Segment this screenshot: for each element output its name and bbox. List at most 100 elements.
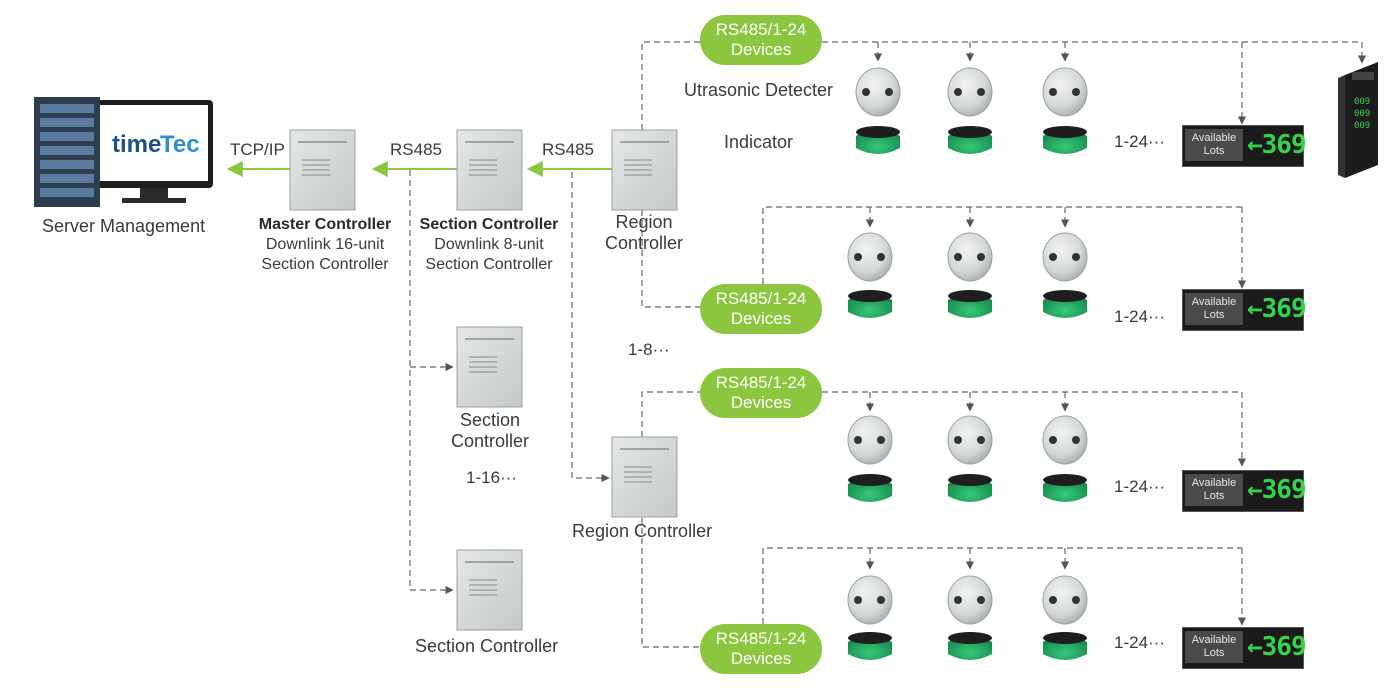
rs485-label: RS485 <box>542 140 594 159</box>
panel-value: ←369 <box>1247 475 1307 505</box>
ultrasonic-detector-icon <box>947 415 993 465</box>
section-controller-3-label: Section Controller <box>415 636 559 656</box>
device-count-label: 1-24··· <box>1114 633 1166 652</box>
pill-line2: Devices <box>730 40 792 59</box>
panel-label-line2: Lots <box>1203 647 1225 659</box>
signboard-digits: 009 <box>1354 121 1370 131</box>
panel-count: 369 <box>1261 294 1307 324</box>
controller-box-section-3 <box>456 549 523 631</box>
section-controller-main-label: Section Controller Downlink 8-unit Secti… <box>414 216 564 274</box>
ultrasonic-detector-icon <box>947 232 993 282</box>
controller-box-section-main <box>456 129 523 211</box>
pill-line2: Devices <box>730 649 792 668</box>
rs485-label: RS485 <box>390 140 442 159</box>
indicator-light-icon <box>848 632 892 660</box>
ultrasonic-detector-icon <box>947 67 993 117</box>
controller-box-region-top <box>611 129 678 211</box>
indicator-light-icon <box>948 126 992 154</box>
dashed-wiring <box>409 41 1367 648</box>
ultrasonic-detector-icon <box>1042 232 1088 282</box>
region-controller-top-label: Region Controller <box>594 212 694 254</box>
master-controller-title: Master Controller <box>258 216 392 233</box>
controller-box-region-mid <box>611 436 678 518</box>
section-controller-2-line2: Controller <box>450 431 530 451</box>
indicator-light-icon <box>948 474 992 502</box>
pill-line2: Devices <box>730 393 792 412</box>
signboard-digits: 009 <box>1354 109 1370 119</box>
rs485-bus-pill: RS485/1-24 Devices <box>700 624 822 674</box>
indicator-light-icon <box>1043 632 1087 660</box>
section-controller-line2: Section Controller <box>425 256 553 273</box>
master-controller-line2: Section Controller <box>261 256 389 273</box>
panel-label-line1: Available <box>1191 634 1237 646</box>
indicator-light-icon <box>948 632 992 660</box>
ultrasonic-detector-icon <box>1042 415 1088 465</box>
ultrasonic-detector-icon <box>847 575 893 625</box>
ultrasonic-detector-icon <box>855 67 901 117</box>
arrow-left-icon: ← <box>1247 475 1263 505</box>
panel-label-line2: Lots <box>1203 490 1225 502</box>
panel-count: 369 <box>1261 632 1307 662</box>
indicator-label: Indicator <box>724 132 794 152</box>
indicator-light-icon <box>1043 474 1087 502</box>
controller-box-section-2 <box>456 326 523 408</box>
master-controller-line1: Downlink 16-unit <box>265 236 385 253</box>
ultrasonic-detector-icon <box>947 575 993 625</box>
device-count-label: 1-24··· <box>1114 307 1166 326</box>
section-controller-title: Section Controller <box>419 216 559 233</box>
arrow-left-icon: ← <box>1247 130 1263 160</box>
region-count-label: 1-8··· <box>628 340 670 359</box>
rs485-bus-pill: RS485/1-24 Devices <box>700 368 822 418</box>
pill-line1: RS485/1-24 <box>715 373 807 392</box>
ultrasonic-detector-icon <box>1042 575 1088 625</box>
region-controller-mid-label: Region Controller <box>572 521 713 541</box>
section-controller-2-label: Section Controller <box>440 410 540 452</box>
panel-count: 369 <box>1261 475 1307 505</box>
device-count-label: 1-24··· <box>1114 477 1166 496</box>
indicator-light-icon <box>848 290 892 318</box>
panel-label-line1: Available <box>1191 477 1237 489</box>
tcpip-label: TCP/IP <box>230 140 285 159</box>
device-count-label: 1-24··· <box>1114 132 1166 151</box>
arrow-left-icon: ← <box>1247 294 1263 324</box>
ultrasonic-detector-icon <box>1042 67 1088 117</box>
rs485-bus-pill: RS485/1-24 Devices <box>700 15 822 65</box>
arrow-left-icon: ← <box>1247 632 1263 662</box>
detector-label: Utrasonic Detecter <box>684 80 834 100</box>
signboard-digits: 009 <box>1354 97 1370 107</box>
section-count-label: 1-16··· <box>466 468 518 487</box>
pill-line1: RS485/1-24 <box>715 629 807 648</box>
master-controller-label: Master Controller Downlink 16-unit Secti… <box>250 216 400 274</box>
indicator-light-icon <box>848 474 892 502</box>
svg-text:time: time <box>112 131 161 158</box>
svg-text:Tec: Tec <box>160 131 200 158</box>
parking-signboard-icon: 009 009 009 <box>1338 62 1378 178</box>
panel-count: 369 <box>1261 130 1307 160</box>
server-label: Server Management <box>42 216 206 236</box>
server-icon: time Tec <box>34 97 213 207</box>
panel-label-line2: Lots <box>1203 309 1225 321</box>
indicator-light-icon <box>1043 126 1087 154</box>
ultrasonic-detector-icon <box>847 232 893 282</box>
panel-value: ←369 <box>1247 130 1307 160</box>
panel-value: ←369 <box>1247 294 1307 324</box>
panel-label-line1: Available <box>1191 296 1237 308</box>
panel-value: ←369 <box>1247 632 1307 662</box>
section-controller-2-line1: Section <box>459 410 521 430</box>
region-controller-line2: Controller <box>604 233 684 253</box>
pill-line2: Devices <box>730 309 792 328</box>
indicator-light-icon <box>856 126 900 154</box>
ultrasonic-detector-icon <box>847 415 893 465</box>
pill-line1: RS485/1-24 <box>715 20 807 39</box>
controller-box-master <box>289 129 356 211</box>
pill-line1: RS485/1-24 <box>715 289 807 308</box>
section-controller-line1: Downlink 8-unit <box>434 236 544 253</box>
